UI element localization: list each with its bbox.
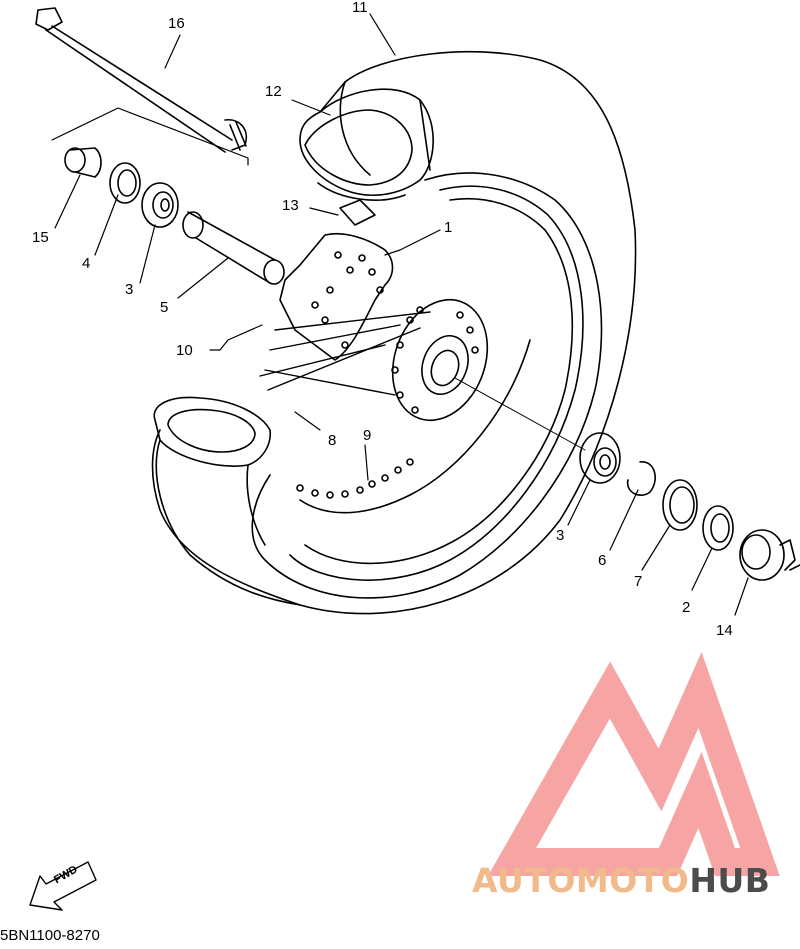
axle-centerline: [454, 377, 586, 451]
callout-13: 13: [282, 197, 299, 214]
spacer: [182, 211, 285, 285]
callout-12: 12: [265, 83, 282, 100]
oil-seal-right: [702, 505, 734, 551]
assembly-bracket: [51, 107, 249, 166]
automotohub-logo-icon: [487, 651, 780, 876]
tire: [151, 50, 637, 615]
leader-lines: [54, 13, 749, 616]
oil-seal: [109, 162, 141, 204]
axle: [35, 7, 247, 153]
bearing-left: [141, 182, 179, 228]
seal-ring: [662, 479, 698, 531]
callout-6: 6: [598, 552, 607, 569]
tube-band: [299, 81, 434, 196]
callout-15: 15: [32, 229, 49, 246]
callout-4: 4: [82, 255, 91, 272]
watermark-word-b: HUB: [689, 861, 771, 900]
callout-7: 7: [634, 573, 643, 590]
callout-9: 9: [363, 427, 372, 444]
callout-16: 16: [168, 15, 185, 32]
callout-5: 5: [160, 299, 169, 316]
circlip: [626, 461, 656, 496]
fwd-arrow-icon: [29, 861, 97, 911]
callout-11: 11: [352, 0, 368, 16]
callout-10: 10: [176, 342, 193, 359]
collar: [64, 147, 102, 178]
bearing-right: [579, 432, 621, 484]
callout-3-right: 3: [556, 527, 565, 544]
callout-3-left: 3: [125, 281, 134, 298]
meter-gear: [739, 529, 800, 581]
hub-and-disc: [279, 232, 489, 422]
watermark-word-a: AUTOMOTO: [472, 861, 690, 900]
tube-cutaway: [153, 396, 301, 606]
callout-2: 2: [682, 599, 691, 616]
spokes: [259, 311, 431, 396]
rim-band: [317, 182, 406, 226]
part-code: 5BN1100-8270: [0, 927, 100, 944]
callout-8: 8: [328, 432, 337, 449]
callout-1: 1: [444, 219, 453, 236]
spoke-nipples: [296, 458, 414, 499]
callout-14: 14: [716, 622, 733, 639]
watermark-text: AUTOMOTOHUB: [472, 864, 770, 897]
